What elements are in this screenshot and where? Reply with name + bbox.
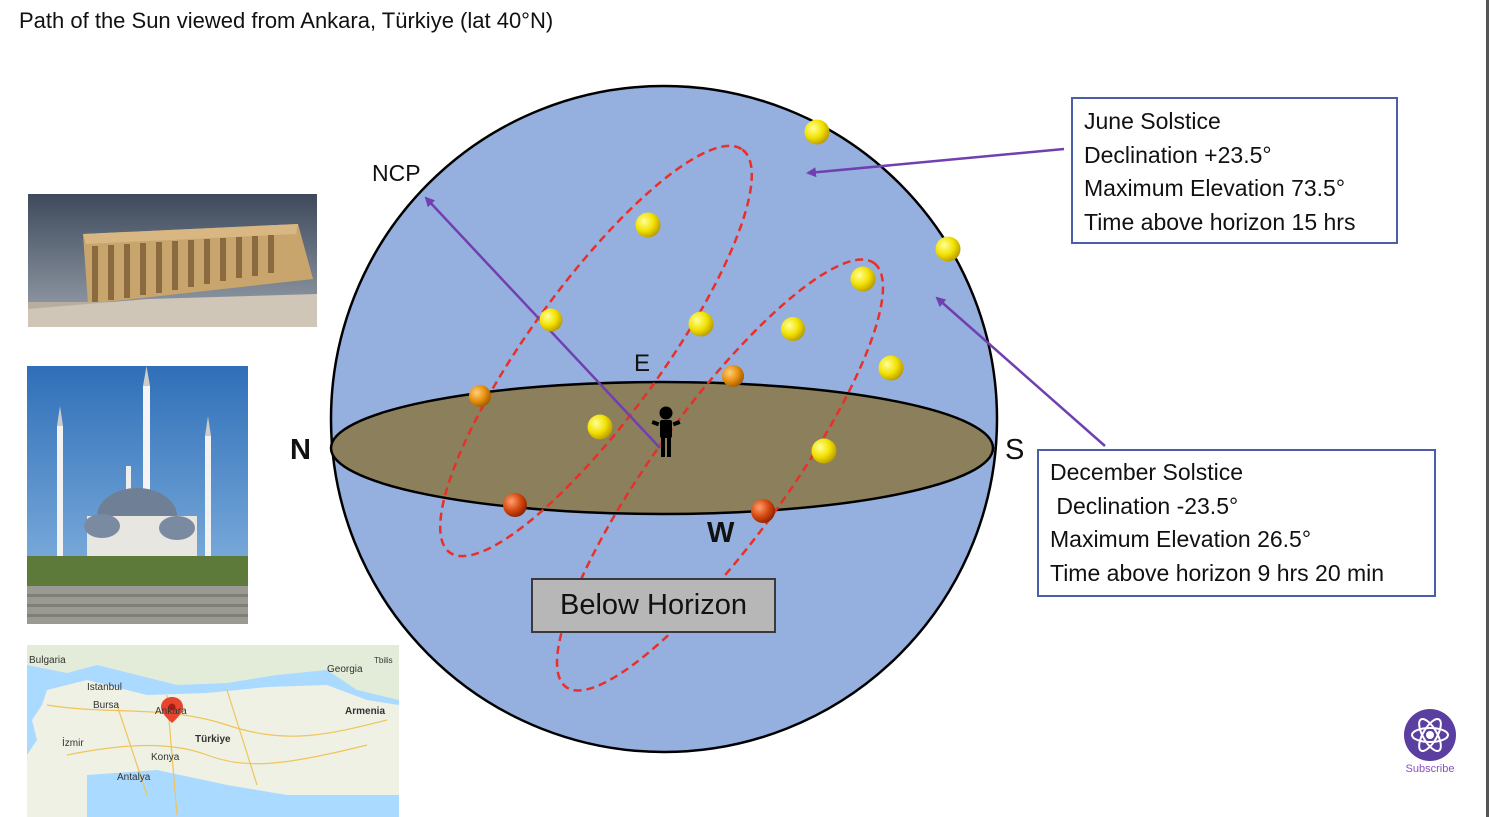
december-time-above-horizon: Time above horizon 9 hrs 20 min [1050,559,1385,586]
sun-december-1 [935,236,961,262]
label-south: S [1005,434,1024,466]
label-west: W [707,517,735,549]
observer-person-icon [651,406,681,457]
map-label-istanbul: Istanbul [87,682,122,693]
sun-june-sunrise [469,385,491,407]
december-title: December Solstice [1050,459,1244,485]
june-declination: Declination +23.5° [1084,141,1272,168]
map-label-bursa: Bursa [93,700,120,711]
label-east: E [634,350,650,377]
map-label-armenia: Armenia [345,706,385,717]
atom-logo-icon [1404,709,1456,761]
sun-june-sunset [722,365,744,387]
label-north: N [290,434,311,466]
sun-december-5 [811,438,837,464]
map-label-bulgaria: Bulgaria [29,655,66,666]
sun-june-4 [688,311,714,337]
december-solstice-box: December Solstice Declination -23.5° Max… [1037,449,1436,597]
june-solstice-box: June Solstice Declination +23.5° Maximum… [1071,97,1398,244]
map-label-turkiye: Türkiye [195,734,231,745]
map-label-ankara: Ankara [155,706,187,717]
map-label-izmir: İzmir [62,736,84,749]
sun-horizon-red-1 [503,493,527,517]
june-solstice-path [438,144,754,558]
june-max-elevation: Maximum Elevation 73.5° [1084,175,1346,201]
december-declination: Declination -23.5° [1050,492,1239,519]
map-label-georgia: Georgia [327,664,363,675]
sun-june-2 [539,308,563,332]
june-title: June Solstice [1084,108,1221,134]
june-time-above-horizon: Time above horizon 15 hrs [1084,208,1356,235]
mosque-photo [27,366,248,624]
december-max-elevation: Maximum Elevation 26.5° [1050,526,1312,552]
sun-december-4 [878,355,904,381]
map-label-antalya: Antalya [117,772,151,783]
sun-december-3 [781,317,805,341]
sun-horizon-red-2 [751,499,775,523]
december-callout-arrow [935,296,1106,447]
label-ncp: NCP [372,160,421,186]
sun-june-5 [587,414,613,440]
subscribe-button[interactable]: Subscribe [1398,709,1462,775]
map-label-konya: Konya [151,752,180,763]
below-horizon-label: Below Horizon [531,578,776,633]
december-solstice-path [555,258,885,692]
turkey-map: Bulgaria Georgia Tbilis Istanbul Bursa A… [27,645,399,817]
page-title: Path of the Sun viewed from Ankara, Türk… [19,8,554,33]
subscribe-label: Subscribe [1405,763,1455,775]
right-edge-divider [1486,0,1489,817]
sun-june-noon [804,119,830,145]
map-label-tbilisi: Tbilis [374,656,393,665]
mausoleum-photo [28,194,317,327]
june-callout-arrow [806,147,1065,178]
sun-june-3 [635,212,661,238]
ankara-pin-icon [161,697,183,723]
sun-december-2 [850,266,876,292]
